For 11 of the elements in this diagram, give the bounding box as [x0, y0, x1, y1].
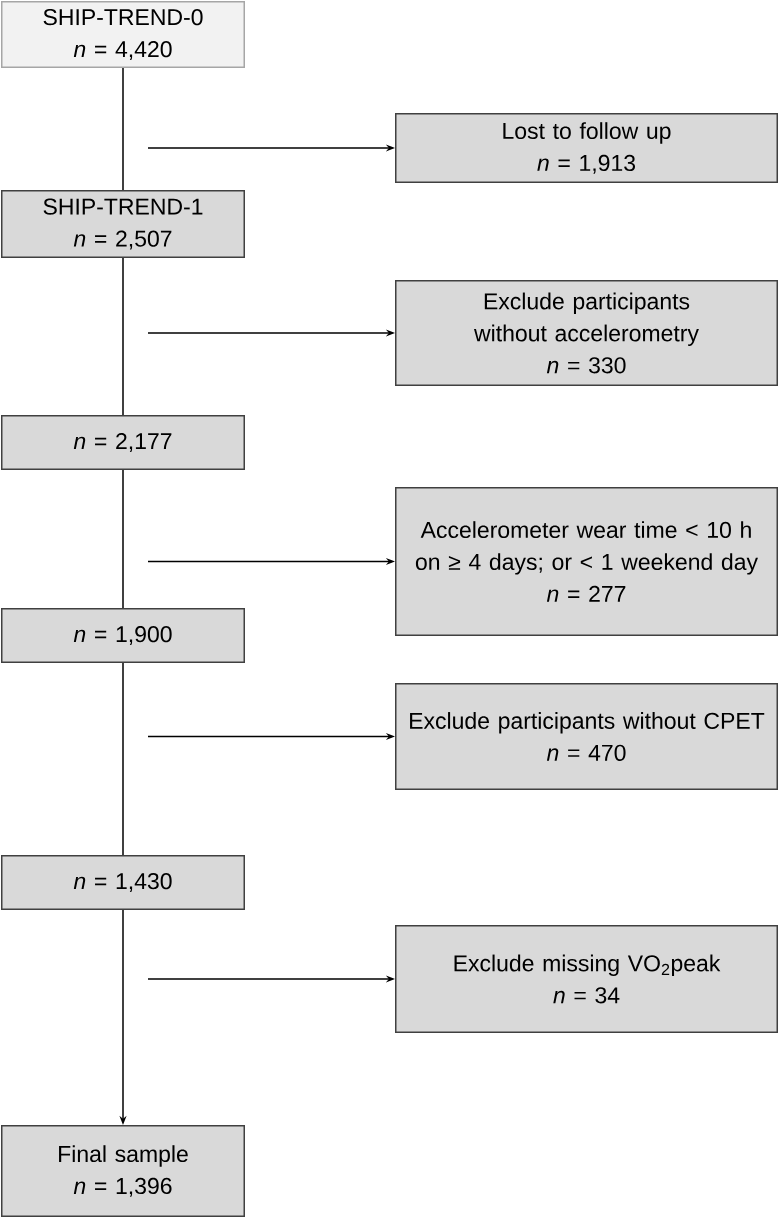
flow-box: n = 1,430 — [1, 855, 245, 910]
flow-box: n = 2,177 — [1, 415, 245, 470]
flow-box: Exclude missing VO$_{2}$peak n = 34 — [395, 925, 778, 1033]
flow-box: SHIP-TREND-1 n = 2,507 — [1, 190, 245, 258]
flow-box: n = 1,900 — [1, 608, 245, 663]
flow-box: Exclude participants without CPET n = 470 — [395, 683, 778, 790]
flow-box: SHIP-TREND-0 n = 4,420 — [1, 1, 245, 68]
flow-box: Lost to follow up n = 1,913 — [395, 113, 778, 183]
flow-box: Final sample n = 1,396 — [1, 1125, 245, 1217]
flow-box: Accelerometer wear time < 10 h on ≥ 4 days; or < 1 weekend day n = 277 — [395, 487, 778, 636]
flow-box: Exclude participants without accelerometry n = 330 — [395, 280, 778, 386]
